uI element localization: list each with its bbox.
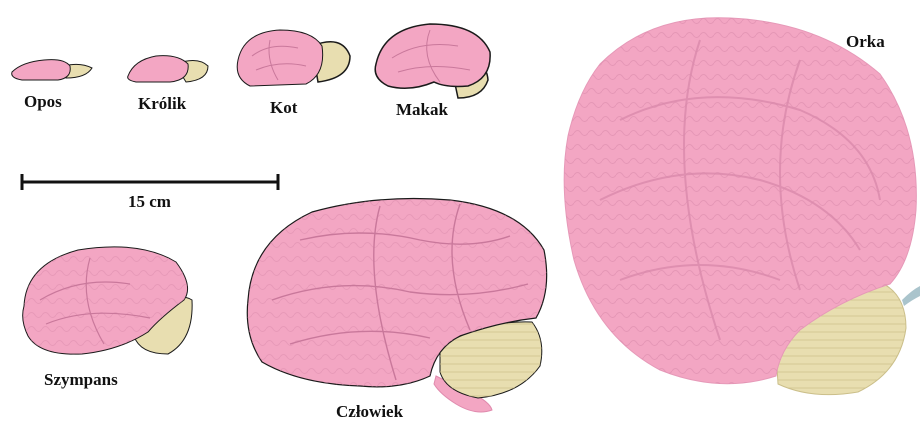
scale-bar-label: 15 cm bbox=[128, 192, 171, 212]
rabbit-brain bbox=[128, 56, 208, 82]
scale-bar bbox=[22, 174, 278, 190]
macaque-brain bbox=[375, 24, 490, 98]
opossum-brain bbox=[12, 60, 92, 80]
label-rabbit: Królik bbox=[138, 94, 186, 114]
human-brain bbox=[244, 196, 556, 412]
label-cat: Kot bbox=[270, 98, 297, 118]
label-chimpanzee: Szympans bbox=[44, 370, 118, 390]
orca-brain bbox=[560, 14, 920, 402]
label-orca: Orka bbox=[846, 32, 885, 52]
macaque-cerebrum bbox=[375, 24, 490, 88]
chimpanzee-brain bbox=[23, 247, 192, 356]
label-opossum: Opos bbox=[24, 92, 62, 112]
rabbit-cerebrum bbox=[128, 56, 189, 82]
cat-cerebrum bbox=[237, 30, 322, 86]
label-human: Człowiek bbox=[336, 402, 403, 422]
orca-nerve bbox=[902, 286, 920, 306]
opossum-cerebrum bbox=[12, 60, 71, 80]
cat-brain bbox=[237, 30, 350, 86]
label-macaque: Makak bbox=[396, 100, 448, 120]
